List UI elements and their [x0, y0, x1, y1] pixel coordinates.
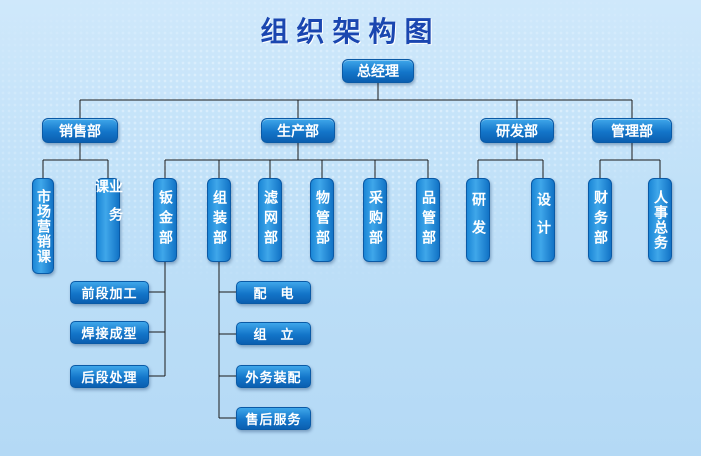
node-welding: 焊接成型: [70, 321, 149, 344]
node-marketing: 市场营销课: [32, 178, 54, 274]
node-erection: 组立: [236, 322, 311, 345]
node-finance: 财务部: [588, 178, 612, 262]
node-hr-admin: 人事总务: [648, 178, 672, 262]
node-production-dept: 生产部: [261, 118, 335, 143]
node-after-sales: 售后服务: [236, 407, 311, 430]
node-assembly: 组装部: [207, 178, 231, 262]
node-general-manager: 总经理: [342, 59, 414, 83]
node-design: 设计: [531, 178, 555, 262]
node-sheetmetal: 钣金部: [153, 178, 177, 262]
node-research: 研发: [466, 178, 490, 262]
chart-title: 组织架构图: [260, 15, 441, 48]
node-quality: 品管部: [416, 178, 440, 262]
node-field-assembly: 外务装配: [236, 365, 311, 388]
node-power-distribution: 配电: [236, 281, 311, 304]
node-rnd-dept: 研发部: [480, 118, 554, 143]
node-front-processing: 前段加工: [70, 281, 149, 304]
node-filter: 滤网部: [258, 178, 282, 262]
node-sales-dept: 销售部: [42, 118, 118, 143]
node-business: 业务课: [93, 178, 123, 262]
node-purchasing: 采购部: [363, 178, 387, 262]
node-post-processing: 后段处理: [70, 365, 149, 388]
node-material-mgmt: 物管部: [310, 178, 334, 262]
node-management-dept: 管理部: [592, 118, 672, 143]
